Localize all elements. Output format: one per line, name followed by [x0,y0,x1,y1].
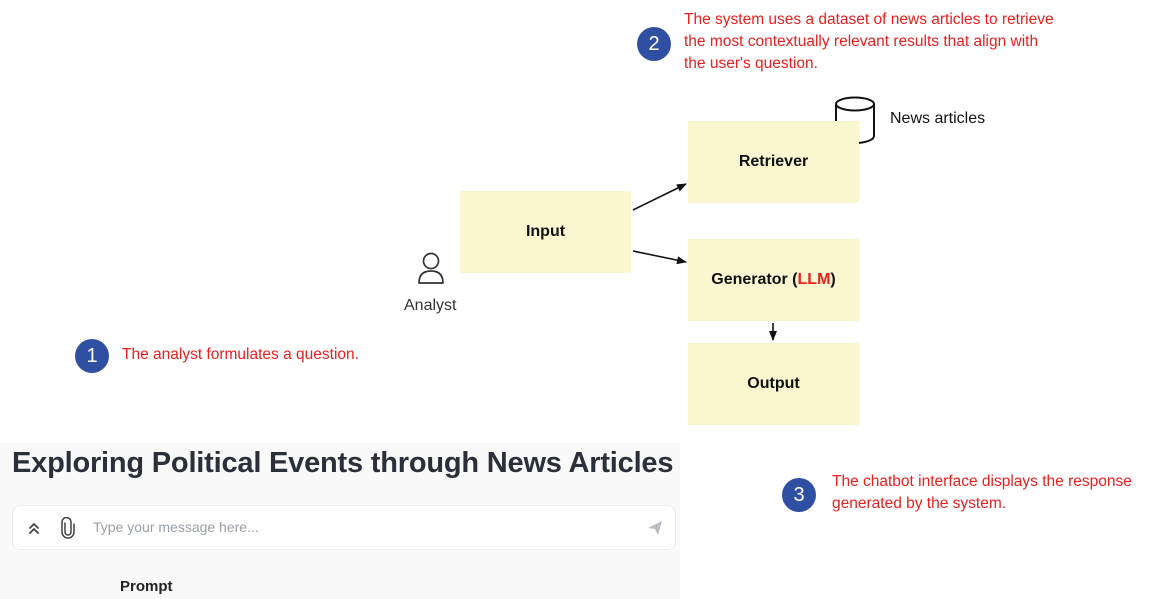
step-3-note: The chatbot interface displays the respo… [832,471,1132,515]
prompt-label: Prompt [120,578,173,595]
attachment-icon[interactable] [61,517,75,539]
message-input[interactable]: Type your message here... [93,519,259,535]
news-articles-label: News articles [890,110,986,127]
step-1-note: The analyst formulates a question. [122,346,359,363]
step-1-badge: 1 [75,339,109,373]
llm-label: LLM [797,271,831,288]
input-to-retriever-arrow [632,183,687,211]
step-2-badge: 2 [637,27,671,61]
step-3-line-1: The chatbot interface displays the respo… [832,473,1132,490]
page-title: Exploring Political Events through News … [12,447,674,479]
retriever-box: Retriever [688,121,859,203]
analyst-label: Analyst [404,297,457,314]
generator-label-prefix: Generator ( [711,271,798,288]
step-3-badge: 3 [782,478,816,512]
input-label: Input [525,223,566,240]
output-box: Output [688,343,859,425]
output-label: Output [747,375,800,392]
person-icon [418,252,444,284]
generator-label-suffix: ) [830,271,836,288]
retriever-label: Retriever [738,153,809,170]
input-box: Input [460,191,631,273]
step-2-line-3: the user's question. [684,55,818,72]
step-2-note: The system uses a dataset of news articl… [684,9,1054,75]
generator-box: Generator (LLM) [688,239,859,321]
step-3-line-2: generated by the system. [832,495,1007,512]
expand-chevrons-icon[interactable] [27,520,41,536]
input-to-generator-arrow [632,250,687,265]
step-2-line-2: the most contextually relevant results t… [684,33,1039,50]
step-2-line-1: The system uses a dataset of news articl… [684,11,1054,28]
message-bar: Type your message here... [12,505,676,550]
send-icon[interactable] [646,519,664,537]
